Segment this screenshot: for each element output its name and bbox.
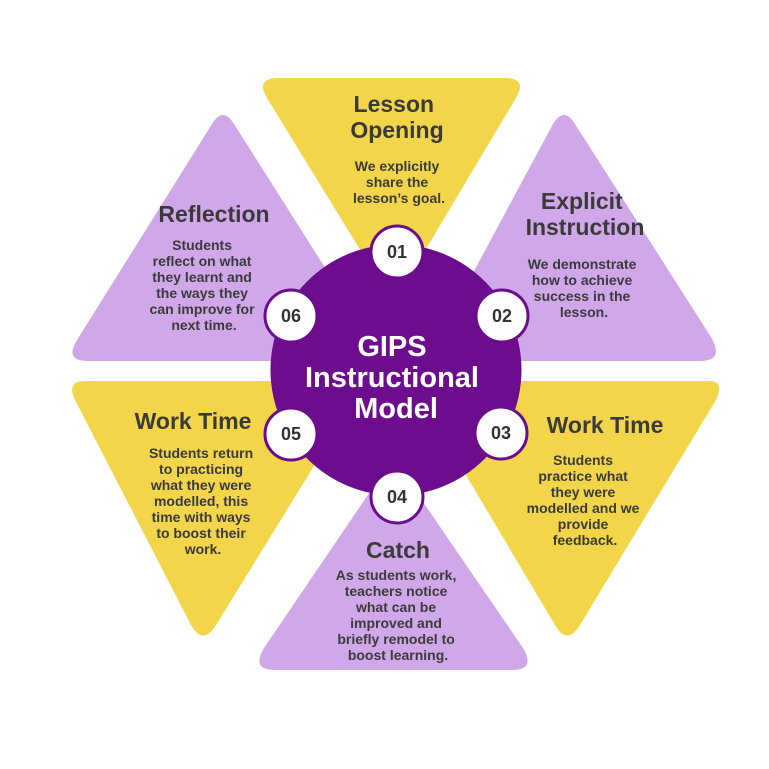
segment-title-line: Opening xyxy=(350,117,443,143)
segment-description-line: practice what xyxy=(538,468,628,484)
segment-description-line: time with ways xyxy=(152,509,251,525)
step-badge-circle xyxy=(369,224,425,280)
segment-work-time-left: Work Time Students return to practicing … xyxy=(135,408,257,557)
step-badge-circle xyxy=(263,288,319,344)
segment-description-line: provide xyxy=(558,516,609,532)
segment-description-line: how to achieve xyxy=(532,272,633,288)
segment-title: Reflection xyxy=(158,201,269,227)
segment-description-line: share the xyxy=(366,174,428,190)
segment-title: Work Time xyxy=(547,412,664,438)
segment-description-line: success in the xyxy=(534,288,631,304)
segment-title-line: Explicit xyxy=(541,188,623,214)
step-badge-04: 04 xyxy=(369,469,425,525)
segment-description: We explicitly share the lesson’s goal. xyxy=(353,158,445,206)
segment-description-line: what can be xyxy=(355,599,436,615)
segment-title-line: Lesson xyxy=(354,91,435,117)
step-badge-01: 01 xyxy=(369,224,425,280)
segment-title-line: Reflection xyxy=(158,201,269,227)
segment-lesson-opening-triangle xyxy=(263,78,520,292)
segment-description: Students practice what they were modelle… xyxy=(527,452,644,548)
segment-description: Students reflect on what they learnt and… xyxy=(150,237,259,333)
segment-title-line: Instruction xyxy=(526,214,645,240)
segment-title: Lesson Opening xyxy=(350,91,443,143)
step-number: 01 xyxy=(387,242,407,262)
step-number: 06 xyxy=(281,306,301,326)
segment-catch: Catch As students work, teachers notice … xyxy=(336,537,460,663)
segment-title: Work Time xyxy=(135,408,252,434)
segment-title-line: Work Time xyxy=(547,412,664,438)
segment-description: Students return to practicing what they … xyxy=(149,445,257,557)
segment-description-line: work. xyxy=(184,541,222,557)
segment-description-line: improved and xyxy=(350,615,442,631)
step-number: 03 xyxy=(491,423,511,443)
segment-description-line: to practicing xyxy=(159,461,243,477)
segment-description: We demonstrate how to achieve success in… xyxy=(528,256,641,320)
segment-description-line: the ways they xyxy=(156,285,248,301)
segment-lesson-opening: Lesson Opening We explicitly share the l… xyxy=(350,91,445,206)
step-badge-circle xyxy=(263,406,319,462)
segment-description-line: Students xyxy=(172,237,232,253)
segment-description-line: As students work, xyxy=(336,567,457,583)
center-title-line: GIPS xyxy=(357,331,426,363)
step-badge-06: 06 xyxy=(263,288,319,344)
segment-description-line: feedback. xyxy=(553,532,618,548)
center-title-line: Model xyxy=(354,393,438,425)
segment-description-line: Students xyxy=(553,452,613,468)
segment-description-line: what they were xyxy=(150,477,252,493)
segment-description-line: they learnt and xyxy=(152,269,252,285)
segment-description-line: lesson. xyxy=(560,304,608,320)
step-badge-03: 03 xyxy=(473,405,529,461)
segment-description-line: boost learning. xyxy=(348,647,448,663)
segment-description-line: next time. xyxy=(171,317,236,333)
segment-description-line: reflect on what xyxy=(153,253,252,269)
segment-description: As students work, teachers notice what c… xyxy=(336,567,460,663)
step-badge-circle xyxy=(474,288,530,344)
segment-work-time-right: Work Time Students practice what they we… xyxy=(527,412,664,548)
step-number: 05 xyxy=(281,424,301,444)
segment-title: Catch xyxy=(366,537,430,563)
step-badge-circle xyxy=(369,469,425,525)
segment-description-line: modelled, this xyxy=(154,493,248,509)
segment-title-line: Work Time xyxy=(135,408,252,434)
step-number: 04 xyxy=(387,487,407,507)
segment-title: Explicit Instruction xyxy=(526,188,645,240)
step-badge-circle xyxy=(473,405,529,461)
segment-title-line: Catch xyxy=(366,537,430,563)
segment-description-line: briefly remodel to xyxy=(337,631,454,647)
segment-description-line: Students return xyxy=(149,445,253,461)
segment-explicit-instruction: Explicit Instruction We demonstrate how … xyxy=(526,188,645,320)
segment-description-line: We explicitly xyxy=(355,158,440,174)
segment-description-line: teachers notice xyxy=(345,583,448,599)
segment-catch-triangle xyxy=(259,469,528,670)
step-number: 02 xyxy=(492,306,512,326)
center-title-line: Instructional xyxy=(305,362,479,394)
center-title: GIPS Instructional Model xyxy=(305,331,487,425)
segment-description-line: lesson’s goal. xyxy=(353,190,445,206)
segment-description-line: can improve for xyxy=(150,301,256,317)
step-badge-05: 05 xyxy=(263,406,319,462)
segment-description-line: We demonstrate xyxy=(528,256,637,272)
segment-description-line: modelled and we xyxy=(527,500,640,516)
segment-description-line: to boost their xyxy=(156,525,246,541)
segment-reflection: Reflection Students reflect on what they… xyxy=(150,201,270,333)
step-badge-02: 02 xyxy=(474,288,530,344)
segment-description-line: they were xyxy=(551,484,616,500)
